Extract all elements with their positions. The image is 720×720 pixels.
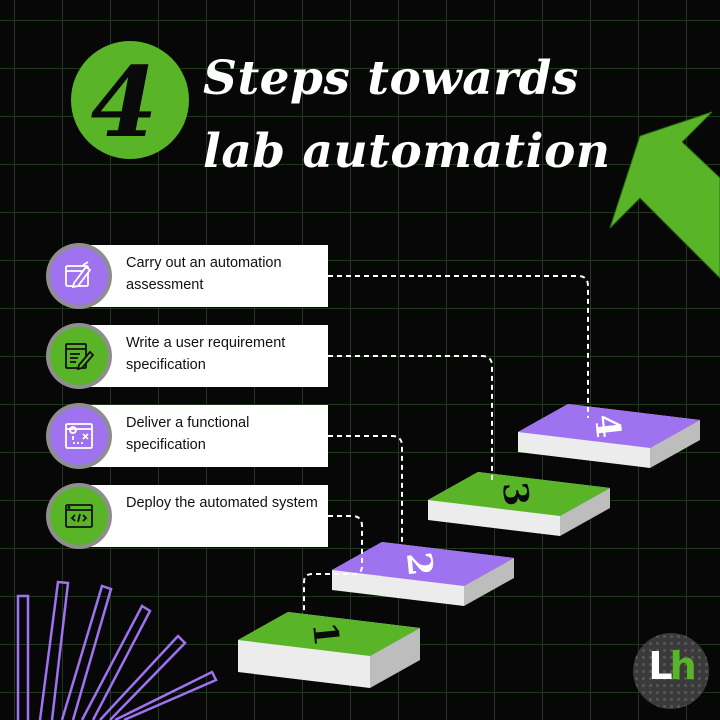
code-window-icon xyxy=(65,504,93,528)
brand-logo: Lh xyxy=(633,633,709,709)
step-card-2: Deliver a functional specification xyxy=(46,403,328,469)
step-badge xyxy=(50,327,108,385)
step-card-1: Deploy the automated system xyxy=(46,483,328,549)
stair-step-1-side xyxy=(370,628,420,688)
step-label: Carry out an automation assessment xyxy=(126,255,282,293)
step-card-background xyxy=(79,325,328,387)
step-label: Deliver a functional specification xyxy=(126,415,250,453)
dashed-connectors xyxy=(303,275,589,612)
step-card-background xyxy=(79,485,328,547)
step-card-3: Write a user requirement specification xyxy=(46,323,328,389)
arrow-decoration xyxy=(609,111,720,279)
staircase xyxy=(238,404,700,688)
step-badge xyxy=(50,407,108,465)
route-window-icon xyxy=(65,423,93,449)
step-badge xyxy=(50,487,108,545)
stair-step-3-side xyxy=(560,488,610,536)
connector-step-4 xyxy=(328,275,589,418)
step-badge xyxy=(50,247,108,305)
title-number-badge xyxy=(71,41,189,159)
step-card-background xyxy=(79,245,328,307)
stair-number-3: 3 xyxy=(494,480,536,508)
stair-step-2-top xyxy=(332,542,514,586)
title-line-1: Steps towards xyxy=(203,51,579,106)
logo-text: Lh xyxy=(633,647,709,685)
logo-letter-l: L xyxy=(648,644,672,688)
stair-number-4: 4 xyxy=(586,412,628,440)
connector-step-1 xyxy=(303,515,363,612)
stair-number-2: 2 xyxy=(398,550,440,578)
stair-number-1: 1 xyxy=(304,620,346,648)
connector-step-2 xyxy=(328,435,403,546)
step-badge-ring xyxy=(46,403,112,469)
stair-step-1-top xyxy=(238,612,420,656)
connector-step-3 xyxy=(328,355,493,480)
browser-pen-icon xyxy=(65,261,92,289)
stair-step-2-side xyxy=(464,558,514,606)
sunburst-decoration xyxy=(16,580,218,720)
step-label: Write a user requirement specification xyxy=(126,335,286,373)
stair-step-4-side xyxy=(650,420,700,468)
title-number: 4 xyxy=(91,46,158,159)
stair-step-4-top xyxy=(518,404,700,448)
step-card-4: Carry out an automation assessment xyxy=(46,243,328,309)
step-card-background xyxy=(79,405,328,467)
step-badge-ring xyxy=(46,243,112,309)
title-line-2: lab automation xyxy=(203,124,611,179)
logo-letter-h: h xyxy=(669,644,697,688)
step-label: Deploy the automated system xyxy=(126,495,318,511)
step-badge-ring xyxy=(46,483,112,549)
step-badge-ring xyxy=(46,323,112,389)
stair-step-3-top xyxy=(428,472,610,516)
document-pen-icon xyxy=(65,343,94,371)
